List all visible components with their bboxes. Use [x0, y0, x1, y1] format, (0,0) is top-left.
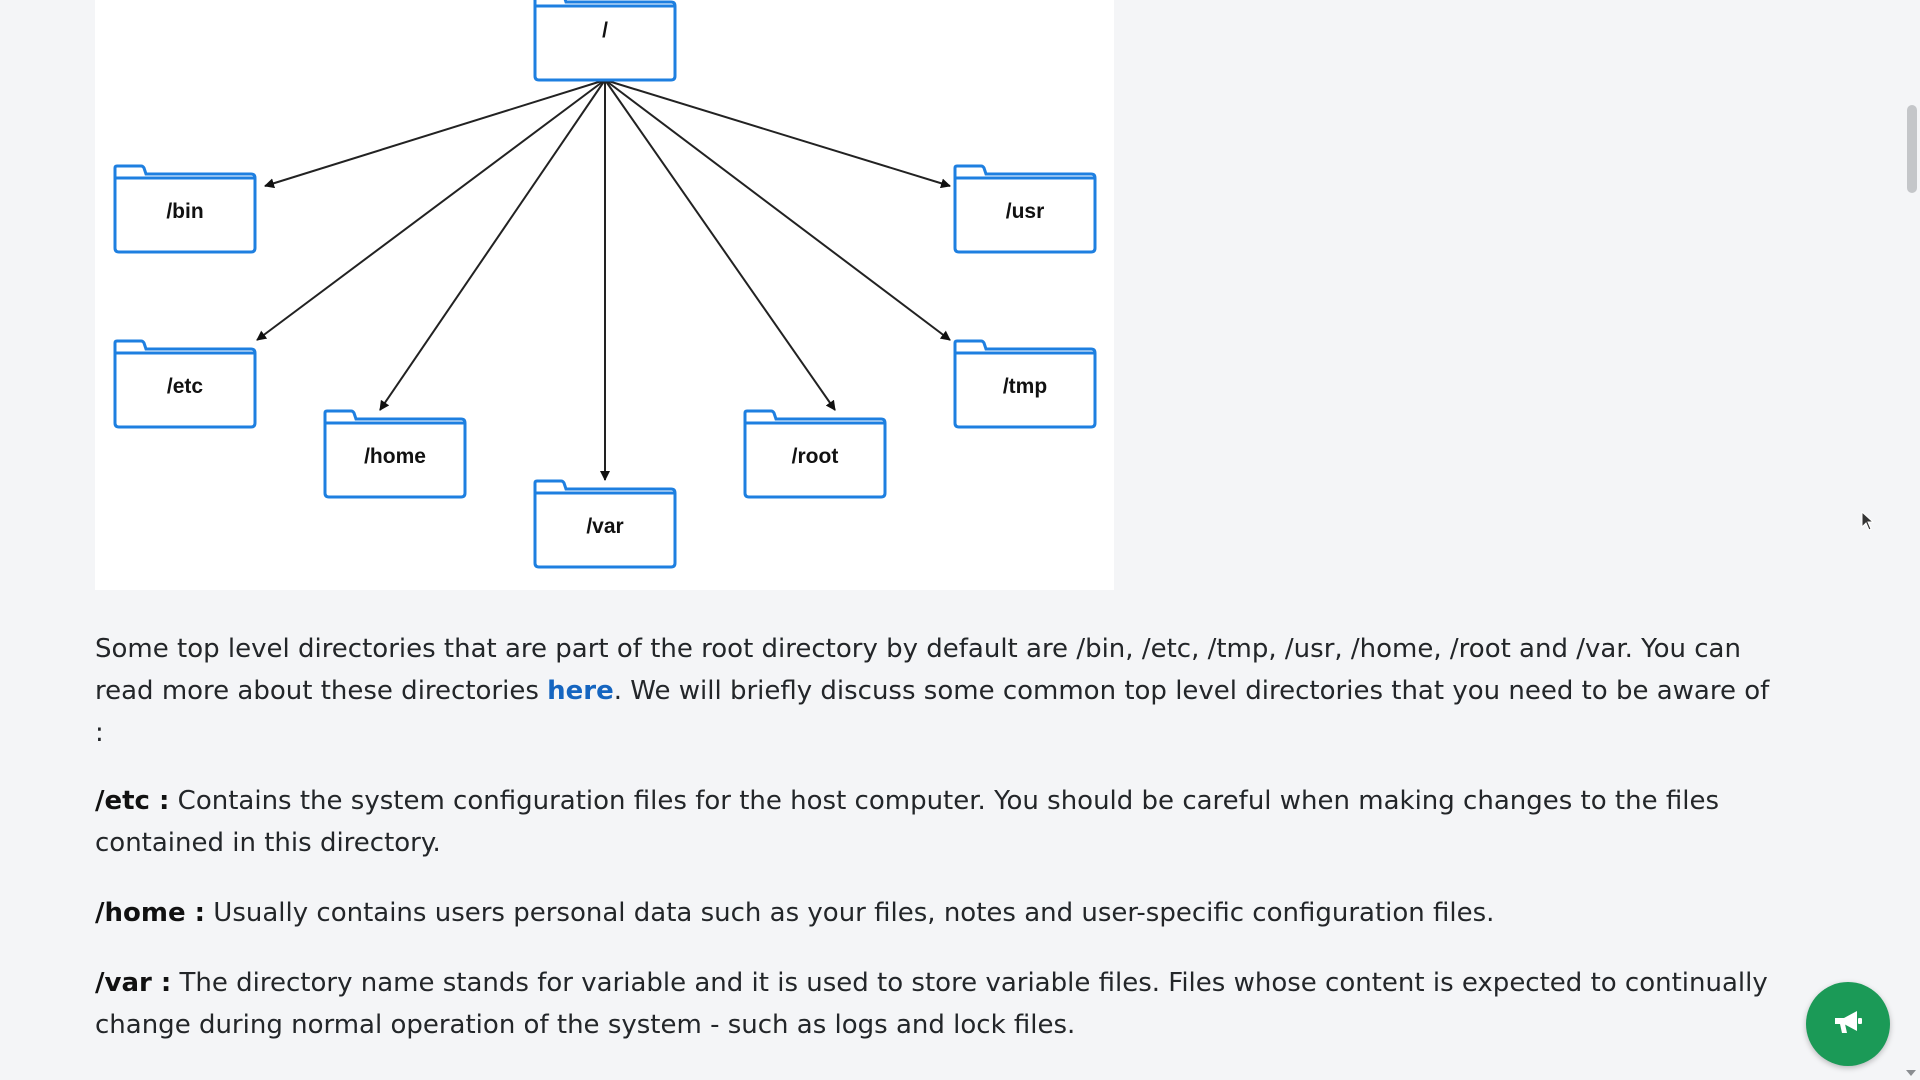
home-description: /home : Usually contains users personal … — [95, 892, 1785, 934]
var-term: /var : — [95, 968, 172, 998]
folder-etc: /etc — [113, 339, 257, 429]
edge-to-bin — [264, 79, 606, 189]
directory-tree-diagram: / /bin /usr /etc /tmp — [95, 0, 1114, 590]
folder-label-root: / — [602, 19, 608, 42]
folder-label-bin: /bin — [166, 200, 203, 223]
folder-label-home: /home — [364, 445, 426, 468]
folder-label-usr: /usr — [1006, 200, 1045, 223]
feedback-button[interactable] — [1806, 982, 1890, 1066]
edge-to-usr — [604, 79, 951, 189]
scroll-down-arrow-icon[interactable] — [1906, 1070, 1916, 1076]
var-description: /var : The directory name stands for var… — [95, 962, 1785, 1046]
intro-text-1: Some top level directories that are part… — [95, 634, 1741, 706]
folder-tmp: /tmp — [953, 339, 1097, 429]
folder-usr: /usr — [953, 164, 1097, 254]
etc-term: /etc : — [95, 786, 170, 816]
edge-to-root — [604, 79, 836, 411]
home-text: Usually contains users personal data suc… — [205, 898, 1495, 928]
tree-edges — [256, 79, 951, 481]
folder-label-tmp: /tmp — [1003, 375, 1047, 398]
var-text: The directory name stands for variable a… — [95, 968, 1768, 1040]
folder-home: /home — [323, 409, 467, 499]
folder-label-root-dir: /root — [792, 445, 839, 468]
etc-description: /etc : Contains the system configuration… — [95, 780, 1785, 864]
here-link[interactable]: here — [547, 676, 614, 706]
edge-to-tmp — [604, 79, 951, 341]
megaphone-icon — [1831, 1007, 1865, 1041]
scrollbar-thumb[interactable] — [1907, 105, 1917, 193]
intro-text-2: . We will briefly discuss some common to… — [95, 676, 1770, 748]
folder-bin: /bin — [113, 164, 257, 254]
home-term: /home : — [95, 898, 206, 928]
folder-root-dir: / — [533, 0, 677, 82]
article-text: Some top level directories that are part… — [95, 628, 1785, 1074]
directory-tree-svg: / /bin /usr /etc /tmp — [113, 0, 1097, 569]
folder-var: /var — [533, 479, 677, 569]
folder-root: /root — [743, 409, 887, 499]
intro-paragraph: Some top level directories that are part… — [95, 628, 1785, 754]
etc-text: Contains the system configuration files … — [95, 786, 1719, 858]
edge-to-home — [379, 79, 606, 411]
edge-to-etc — [256, 79, 606, 341]
folder-label-var: /var — [586, 515, 623, 538]
mouse-cursor-icon — [1861, 510, 1875, 535]
folder-label-etc: /etc — [167, 375, 204, 398]
vertical-scrollbar[interactable] — [1902, 0, 1920, 1080]
